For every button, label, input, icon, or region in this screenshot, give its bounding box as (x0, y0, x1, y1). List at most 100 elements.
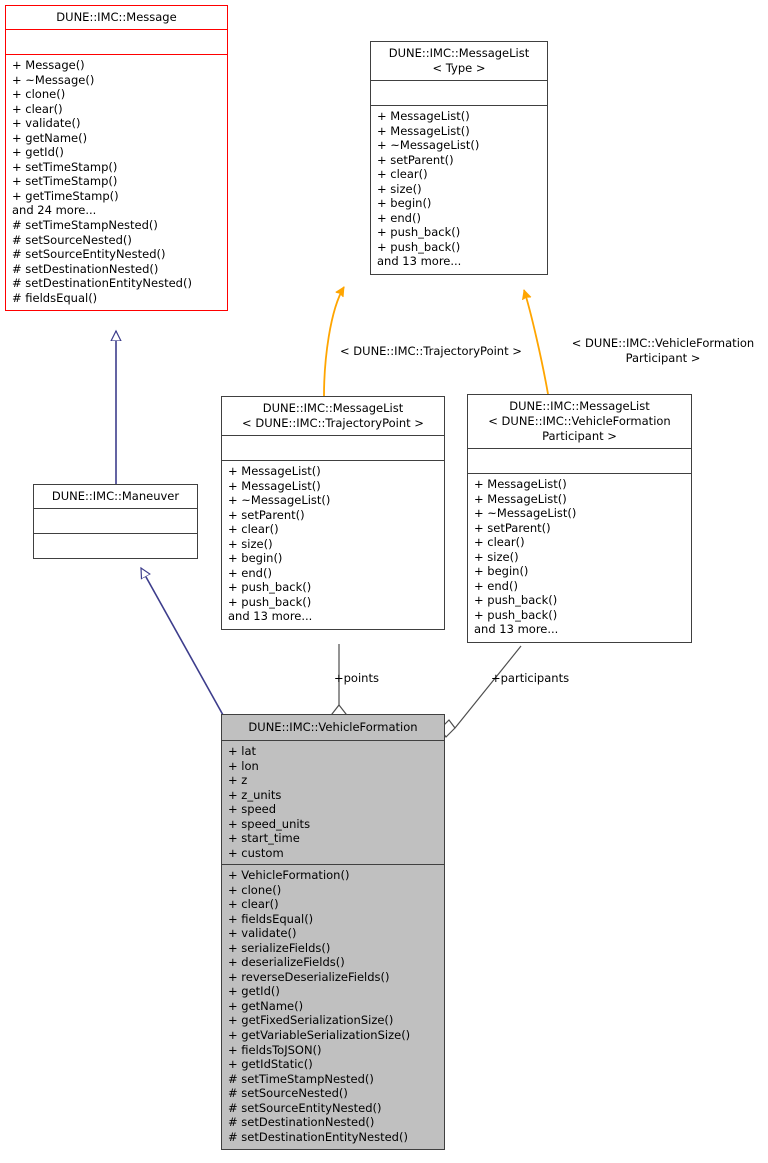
class-member: + ~MessageList() (377, 138, 480, 153)
divider (222, 460, 444, 461)
class-member: + start_time (228, 831, 300, 845)
class-member: # setDestinationNested() (12, 261, 159, 276)
class-member: + MessageList() (228, 464, 321, 478)
class-member: + clone() (228, 882, 282, 897)
class-member: + size() (474, 549, 519, 564)
class-member: # setSourceNested() (12, 232, 132, 247)
class-member: + begin() (228, 551, 283, 566)
class-box-messagelist-trajectorypoint[interactable]: DUNE::IMC::MessageList < DUNE::IMC::Traj… (221, 396, 445, 631)
class-member: + z_units (228, 787, 282, 802)
class-member: + size() (377, 181, 422, 196)
class-member: + push_back() (377, 225, 461, 240)
class-member: + begin() (377, 196, 432, 211)
class-member: + VehicleFormation() (228, 868, 350, 882)
class-member-more: and 13 more... (228, 609, 313, 624)
edge-aggregation-participants (439, 645, 522, 738)
class-title-maneuver: DUNE::IMC::Maneuver (51, 489, 180, 503)
class-attributes-messagelist-trajectorypoint (222, 436, 444, 460)
class-member: + z (228, 773, 248, 787)
class-member: + getTimeStamp() (12, 188, 119, 203)
class-member: + getIdStatic() (228, 1057, 313, 1072)
edge-template-binding-vfparticipant (524, 290, 549, 395)
divider (468, 448, 691, 449)
class-member: + clear() (474, 535, 525, 550)
class-member: + getName() (228, 998, 304, 1013)
class-member: # setSourceNested() (228, 1086, 348, 1101)
class-member: + ~Message() (12, 72, 95, 87)
class-title-messagelist-trajectorypoint: DUNE::IMC::MessageList < DUNE::IMC::Traj… (242, 401, 424, 430)
divider (222, 864, 444, 865)
class-member: + validate() (12, 116, 81, 131)
class-member: + setParent() (377, 152, 454, 167)
class-member: # setSourceEntityNested() (228, 1100, 382, 1115)
class-attributes-messagelist-vfparticipant (468, 449, 691, 473)
class-member: + size() (228, 536, 273, 551)
divider (222, 740, 444, 741)
class-member: + end() (377, 210, 421, 225)
class-member: + push_back() (228, 580, 312, 595)
class-member: + lon (228, 758, 259, 773)
divider (468, 473, 691, 474)
divider (371, 105, 547, 106)
class-box-messagelist-vfparticipant[interactable]: DUNE::IMC::MessageList < DUNE::IMC::Vehi… (467, 394, 692, 644)
class-operations-vehicleformation: + VehicleFormation() + clone() + clear()… (222, 865, 444, 1149)
class-attributes-vehicleformation: + lat + lon + z + z_units + speed + spee… (222, 741, 444, 864)
class-member: + ~MessageList() (474, 506, 577, 521)
class-member: + push_back() (474, 607, 558, 622)
class-attributes-maneuver (34, 509, 197, 533)
class-member: # setSourceEntityNested() (12, 247, 166, 262)
class-title-message: DUNE::IMC::Message (56, 10, 177, 24)
class-box-vehicleformation[interactable]: DUNE::IMC::VehicleFormation + lat + lon … (221, 714, 445, 1151)
class-member-more: and 13 more... (377, 254, 462, 269)
class-member: + MessageList() (377, 123, 470, 138)
class-box-maneuver[interactable]: DUNE::IMC::Maneuver (33, 484, 198, 559)
class-operations-messagelist-vfparticipant: + MessageList() + MessageList() + ~Messa… (468, 474, 691, 642)
class-member: + MessageList() (474, 491, 567, 506)
class-operations-message: + Message() + ~Message() + clone() + cle… (6, 55, 227, 310)
class-member: + reverseDeserializeFields() (228, 969, 390, 984)
class-member: + getId() (228, 984, 280, 999)
class-member: + lat (228, 744, 257, 758)
class-member: + MessageList() (377, 109, 470, 123)
class-member: + setParent() (228, 507, 305, 522)
class-member: # setTimeStampNested() (228, 1071, 374, 1086)
class-member: + speed (228, 802, 277, 816)
class-member-more: and 24 more... (12, 203, 97, 218)
divider (6, 54, 227, 55)
class-member: + push_back() (474, 593, 558, 608)
edge-label-participants: +participants (491, 671, 570, 685)
class-member-more: and 13 more... (474, 622, 559, 637)
edge-label-template-trajectorypoint: < DUNE::IMC::TrajectoryPoint > (340, 344, 522, 358)
class-member: + Message() (12, 58, 85, 72)
class-member: + MessageList() (228, 478, 321, 493)
class-member: + deserializeFields() (228, 955, 345, 970)
class-member: + clone() (12, 87, 66, 102)
class-member: + getId() (12, 145, 64, 160)
divider (6, 29, 227, 30)
class-member: + getVariableSerializationSize() (228, 1028, 411, 1043)
class-member: + clear() (377, 167, 428, 182)
class-member: # setTimeStampNested() (12, 218, 158, 233)
class-member: + end() (474, 578, 518, 593)
class-member: + end() (228, 565, 272, 580)
class-box-messagelist-type[interactable]: DUNE::IMC::MessageList < Type > + Messag… (370, 41, 548, 276)
class-member: + push_back() (228, 594, 312, 609)
class-operations-messagelist-type: + MessageList() + MessageList() + ~Messa… (371, 106, 547, 274)
class-member: + fieldsToJSON() (228, 1042, 322, 1057)
edge-vehicleformation-inherits-maneuver (140, 568, 224, 716)
class-member: + setTimeStamp() (12, 159, 118, 174)
class-member: # setDestinationEntityNested() (228, 1129, 408, 1144)
class-member: + ~MessageList() (228, 493, 331, 508)
class-member: + getFixedSerializationSize() (228, 1013, 394, 1028)
class-box-message[interactable]: DUNE::IMC::Message + Message() + ~Messag… (5, 5, 228, 312)
divider (371, 80, 547, 81)
class-title-vehicleformation: DUNE::IMC::VehicleFormation (248, 720, 418, 734)
class-member: + validate() (228, 926, 297, 941)
class-member: + MessageList() (474, 477, 567, 491)
class-member: + push_back() (377, 239, 461, 254)
class-member: + fieldsEqual() (228, 911, 314, 926)
class-member: + begin() (474, 564, 529, 579)
class-member: + setParent() (474, 520, 551, 535)
class-member: # setDestinationNested() (228, 1115, 375, 1130)
